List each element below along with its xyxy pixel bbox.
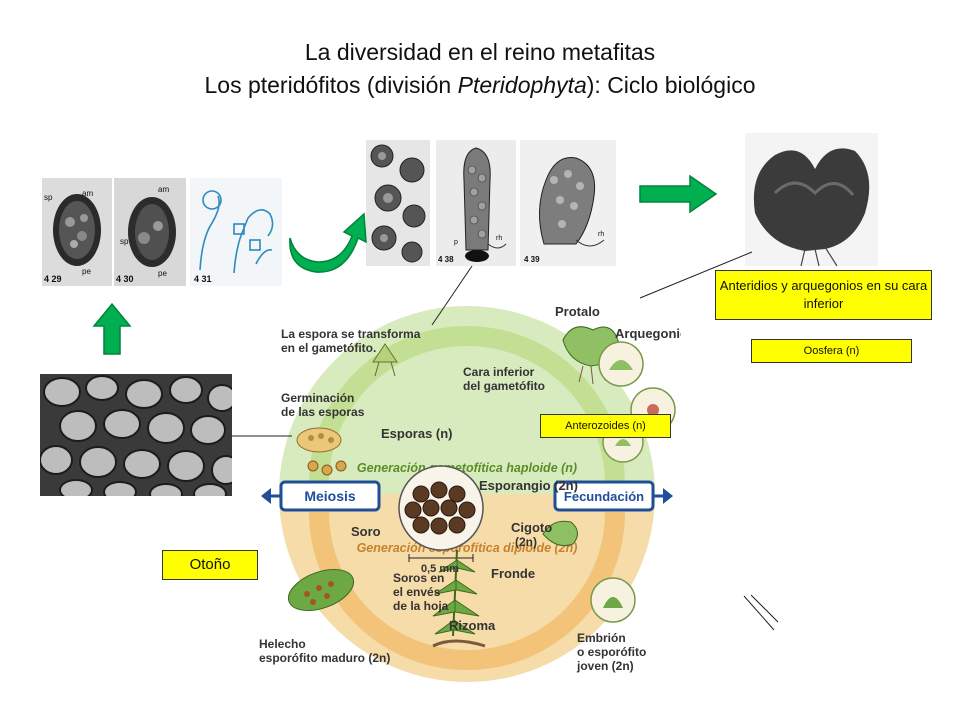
label-rizoma: Rizoma [449,618,496,633]
svg-text:4 29: 4 29 [44,274,62,284]
label-germinacion-2: de las esporas [281,405,365,419]
germinating-spores-micrograph [366,140,430,266]
meiosis-label: Meiosis [304,488,356,504]
spores-sem-photo [40,374,232,496]
label-cigoto-1: Cigoto [511,520,552,535]
page-title: La diversidad en el reino metafitas [304,39,656,65]
callout-anterozoides: Anterozoides (n) [540,414,671,438]
leader-line-embryo-1 [750,594,779,623]
svg-text:am: am [158,185,169,194]
label-helecho-1: Helecho [259,637,306,651]
sporangium-micrograph-1: am sp pe 4 29 [42,178,112,286]
label-fronde: Fronde [491,566,535,581]
svg-text:4 38: 4 38 [438,255,454,264]
fecundacion-label: Fecundación [564,489,644,504]
leaf-sori-illustration [287,568,355,612]
sporophyte-band-label: Generación esporofítica diploide (2n) [357,541,578,555]
arrow-right-icon [639,174,718,214]
label-embrion-1: Embrión [577,631,626,645]
label-spore-transforms-2: en el gametófito. [281,341,376,355]
label-germinacion-1: Germinación [281,391,354,405]
callout-otono: Otoño [162,550,258,580]
label-escala: 0,5 mm [421,563,459,575]
svg-text:rh: rh [496,235,502,242]
prothallus-cells-micrograph: rh 4 39 [520,140,616,266]
label-protalo: Protalo [555,304,600,319]
young-prothallus-micrograph: p rh 4 38 [436,140,516,266]
label-esporas: Esporas (n) [381,426,453,441]
svg-text:4 31: 4 31 [194,274,212,284]
life-cycle-diagram: Generación gametofítica haploide (n) Gen… [253,300,681,688]
svg-text:rh: rh [598,231,604,238]
svg-text:4 30: 4 30 [116,274,134,284]
page-subtitle: Los pteridófitos (división Pteridophyta)… [204,72,756,98]
spore-germination-illustration [296,427,342,453]
label-cara-inferior-2: del gametófito [463,379,545,393]
svg-text:4 39: 4 39 [524,255,540,264]
leader-line-embryo-2 [743,595,775,631]
label-cigoto-2: (2n) [515,535,537,549]
callout-anteridios: Anteridios y arquegonios en su cara infe… [715,270,932,320]
label-spore-transforms-1: La espora se transforma [281,327,421,341]
label-soros-1: Soros en [393,571,444,585]
germinating-spore-illustration [372,343,398,377]
svg-text:pe: pe [82,267,91,276]
sporangium-micrograph-2: am sp pe 4 30 [114,178,186,286]
spores-illustration [307,460,347,476]
svg-text:sp: sp [120,237,129,246]
label-helecho-2: esporófito maduro (2n) [259,651,390,665]
arrow-curved-icon [289,212,367,273]
label-esporangio: Esporangio (2n) [479,478,578,493]
zygote-illustration [542,520,578,547]
sporangium-drawing: 4 31 [190,178,282,286]
callout-oosfera: Oosfera (n) [751,339,912,363]
label-arquegonio: Arquegonio [615,326,681,341]
gametophyte-band-label: Generación gametofítica haploide (n) [357,461,577,475]
svg-text:am: am [82,189,93,198]
mature-prothallus-photo [745,133,878,266]
svg-text:p: p [454,239,458,246]
label-embrion-2: o esporófito [577,645,646,659]
arrow-up-icon [92,302,132,355]
label-soro: Soro [351,524,381,539]
svg-text:sp: sp [44,193,53,202]
label-cara-inferior-1: Cara inferior [463,365,535,379]
svg-text:pe: pe [158,269,167,278]
label-soros-2: el envés [393,585,441,599]
label-soros-3: de la hoja [393,599,449,613]
label-embrion-3: joven (2n) [576,659,634,673]
fern-frond-illustration [432,549,486,648]
